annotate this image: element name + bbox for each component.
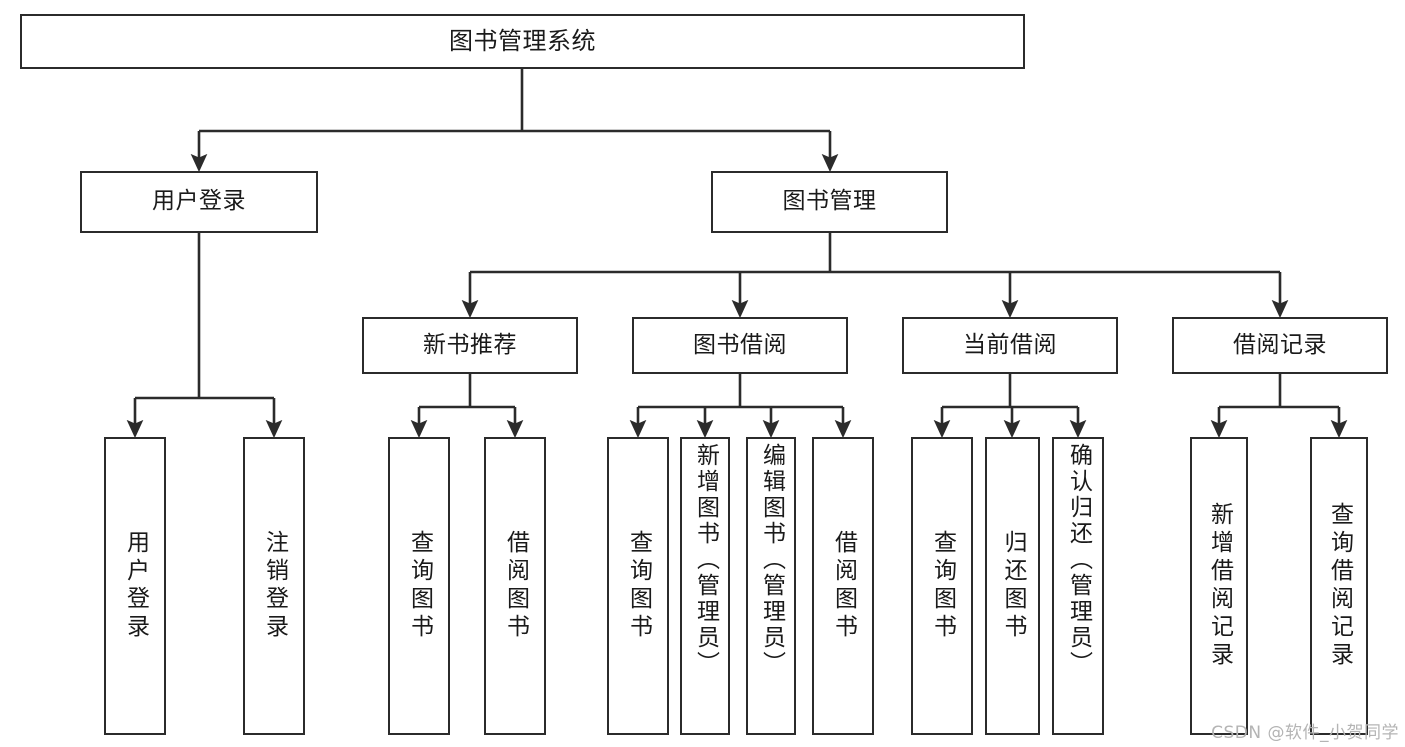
node-label: 借阅图书 xyxy=(830,530,857,642)
node-label: 新增借阅记录 xyxy=(1206,502,1233,670)
node-label: 当前借阅 xyxy=(963,331,1057,358)
node-leaf-add-borrow-record[interactable]: 新增借阅记录 xyxy=(1190,437,1248,735)
node-label: 图书借阅 xyxy=(693,331,787,358)
csdn-watermark: CSDN @软件_小贺同学 xyxy=(1211,723,1399,743)
node-label: 新增图书（管理员） xyxy=(692,443,719,677)
node-label: 查询图书 xyxy=(625,530,652,642)
node-book-manage[interactable]: 图书管理 xyxy=(711,171,948,233)
node-current-borrow[interactable]: 当前借阅 xyxy=(902,317,1118,374)
node-user-login[interactable]: 用户登录 xyxy=(80,171,318,233)
node-leaf-borrow-book-2[interactable]: 借阅图书 xyxy=(812,437,874,735)
node-leaf-borrow-book-1[interactable]: 借阅图书 xyxy=(484,437,546,735)
node-label: 查询借阅记录 xyxy=(1326,502,1353,670)
node-leaf-edit-book-admin[interactable]: 编辑图书（管理员） xyxy=(746,437,796,735)
node-leaf-query-book-2[interactable]: 查询图书 xyxy=(607,437,669,735)
node-label: 借阅图书 xyxy=(502,530,529,642)
node-leaf-return-book[interactable]: 归还图书 xyxy=(985,437,1040,735)
node-root-system[interactable]: 图书管理系统 xyxy=(20,14,1025,69)
node-label: 借阅记录 xyxy=(1233,331,1327,358)
node-label: 确认归还（管理员） xyxy=(1065,443,1092,677)
node-label: 新书推荐 xyxy=(423,331,517,358)
node-leaf-user-login[interactable]: 用户登录 xyxy=(104,437,166,735)
node-label: 用户登录 xyxy=(122,530,149,642)
node-new-book-recommend[interactable]: 新书推荐 xyxy=(362,317,578,374)
node-leaf-query-book-3[interactable]: 查询图书 xyxy=(911,437,973,735)
node-leaf-query-borrow-record[interactable]: 查询借阅记录 xyxy=(1310,437,1368,735)
node-borrow-record[interactable]: 借阅记录 xyxy=(1172,317,1388,374)
node-label: 注销登录 xyxy=(261,530,288,642)
node-label: 查询图书 xyxy=(406,530,433,642)
node-label: 编辑图书（管理员） xyxy=(758,443,785,677)
node-label: 归还图书 xyxy=(1000,530,1026,642)
node-leaf-confirm-return-admin[interactable]: 确认归还（管理员） xyxy=(1052,437,1104,735)
node-label: 用户登录 xyxy=(152,188,246,215)
node-leaf-add-book-admin[interactable]: 新增图书（管理员） xyxy=(680,437,730,735)
node-label: 查询图书 xyxy=(929,530,956,642)
node-leaf-logout-login[interactable]: 注销登录 xyxy=(243,437,305,735)
node-label: 图书管理系统 xyxy=(449,27,596,56)
node-leaf-query-book-1[interactable]: 查询图书 xyxy=(388,437,450,735)
node-book-borrow[interactable]: 图书借阅 xyxy=(632,317,848,374)
node-label: 图书管理 xyxy=(782,188,877,215)
